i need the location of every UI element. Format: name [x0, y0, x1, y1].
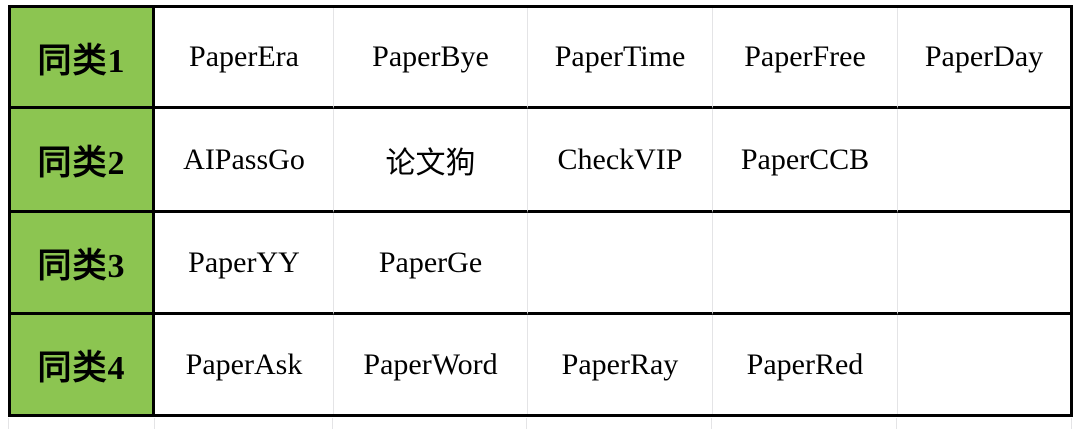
- category-cell-1: 同类1: [11, 8, 155, 109]
- gridline-stub: [711, 418, 712, 429]
- tool-cell: [897, 213, 1070, 315]
- tool-cell: AIPassGo: [155, 109, 333, 213]
- comparison-table: 同类1 PaperEra PaperBye PaperTime PaperFre…: [8, 5, 1073, 417]
- tool-cell: PaperDay: [897, 8, 1070, 109]
- tool-cell: PaperAsk: [185, 347, 303, 381]
- tool-cell: CheckVIP: [527, 109, 712, 213]
- tool-cell: PaperWord: [333, 315, 527, 414]
- category-cell-3: 同类3: [11, 213, 155, 315]
- tool-cell: PaperTime: [527, 8, 712, 109]
- tool-cell: [712, 213, 897, 315]
- gridline-stub: [8, 418, 9, 429]
- category-cell-2: 同类2: [11, 109, 155, 213]
- gridline-stub: [1071, 418, 1072, 429]
- tool-cell: [897, 315, 1070, 414]
- tool-cell: PaperRay: [527, 315, 712, 414]
- tool-cell: [897, 109, 1070, 213]
- gridline-stub: [154, 418, 155, 429]
- tool-cell: [527, 213, 712, 315]
- tool-cell: PaperFree: [712, 8, 897, 109]
- gridline-stub: [526, 418, 527, 429]
- category-cell-4: 同类4: [11, 315, 155, 414]
- tool-cell: 论文狗: [333, 109, 527, 213]
- gridline-stub: [332, 418, 333, 429]
- tool-cell: PaperRed: [712, 315, 897, 414]
- tool-cell: PaperCCB: [712, 109, 897, 213]
- tool-cell: PaperBye: [333, 8, 527, 109]
- tool-cell: PaperEra: [155, 8, 333, 109]
- tool-cell: PaperYY: [155, 213, 333, 315]
- tool-cell: PaperGe: [333, 213, 527, 315]
- gridline-stub: [896, 418, 897, 429]
